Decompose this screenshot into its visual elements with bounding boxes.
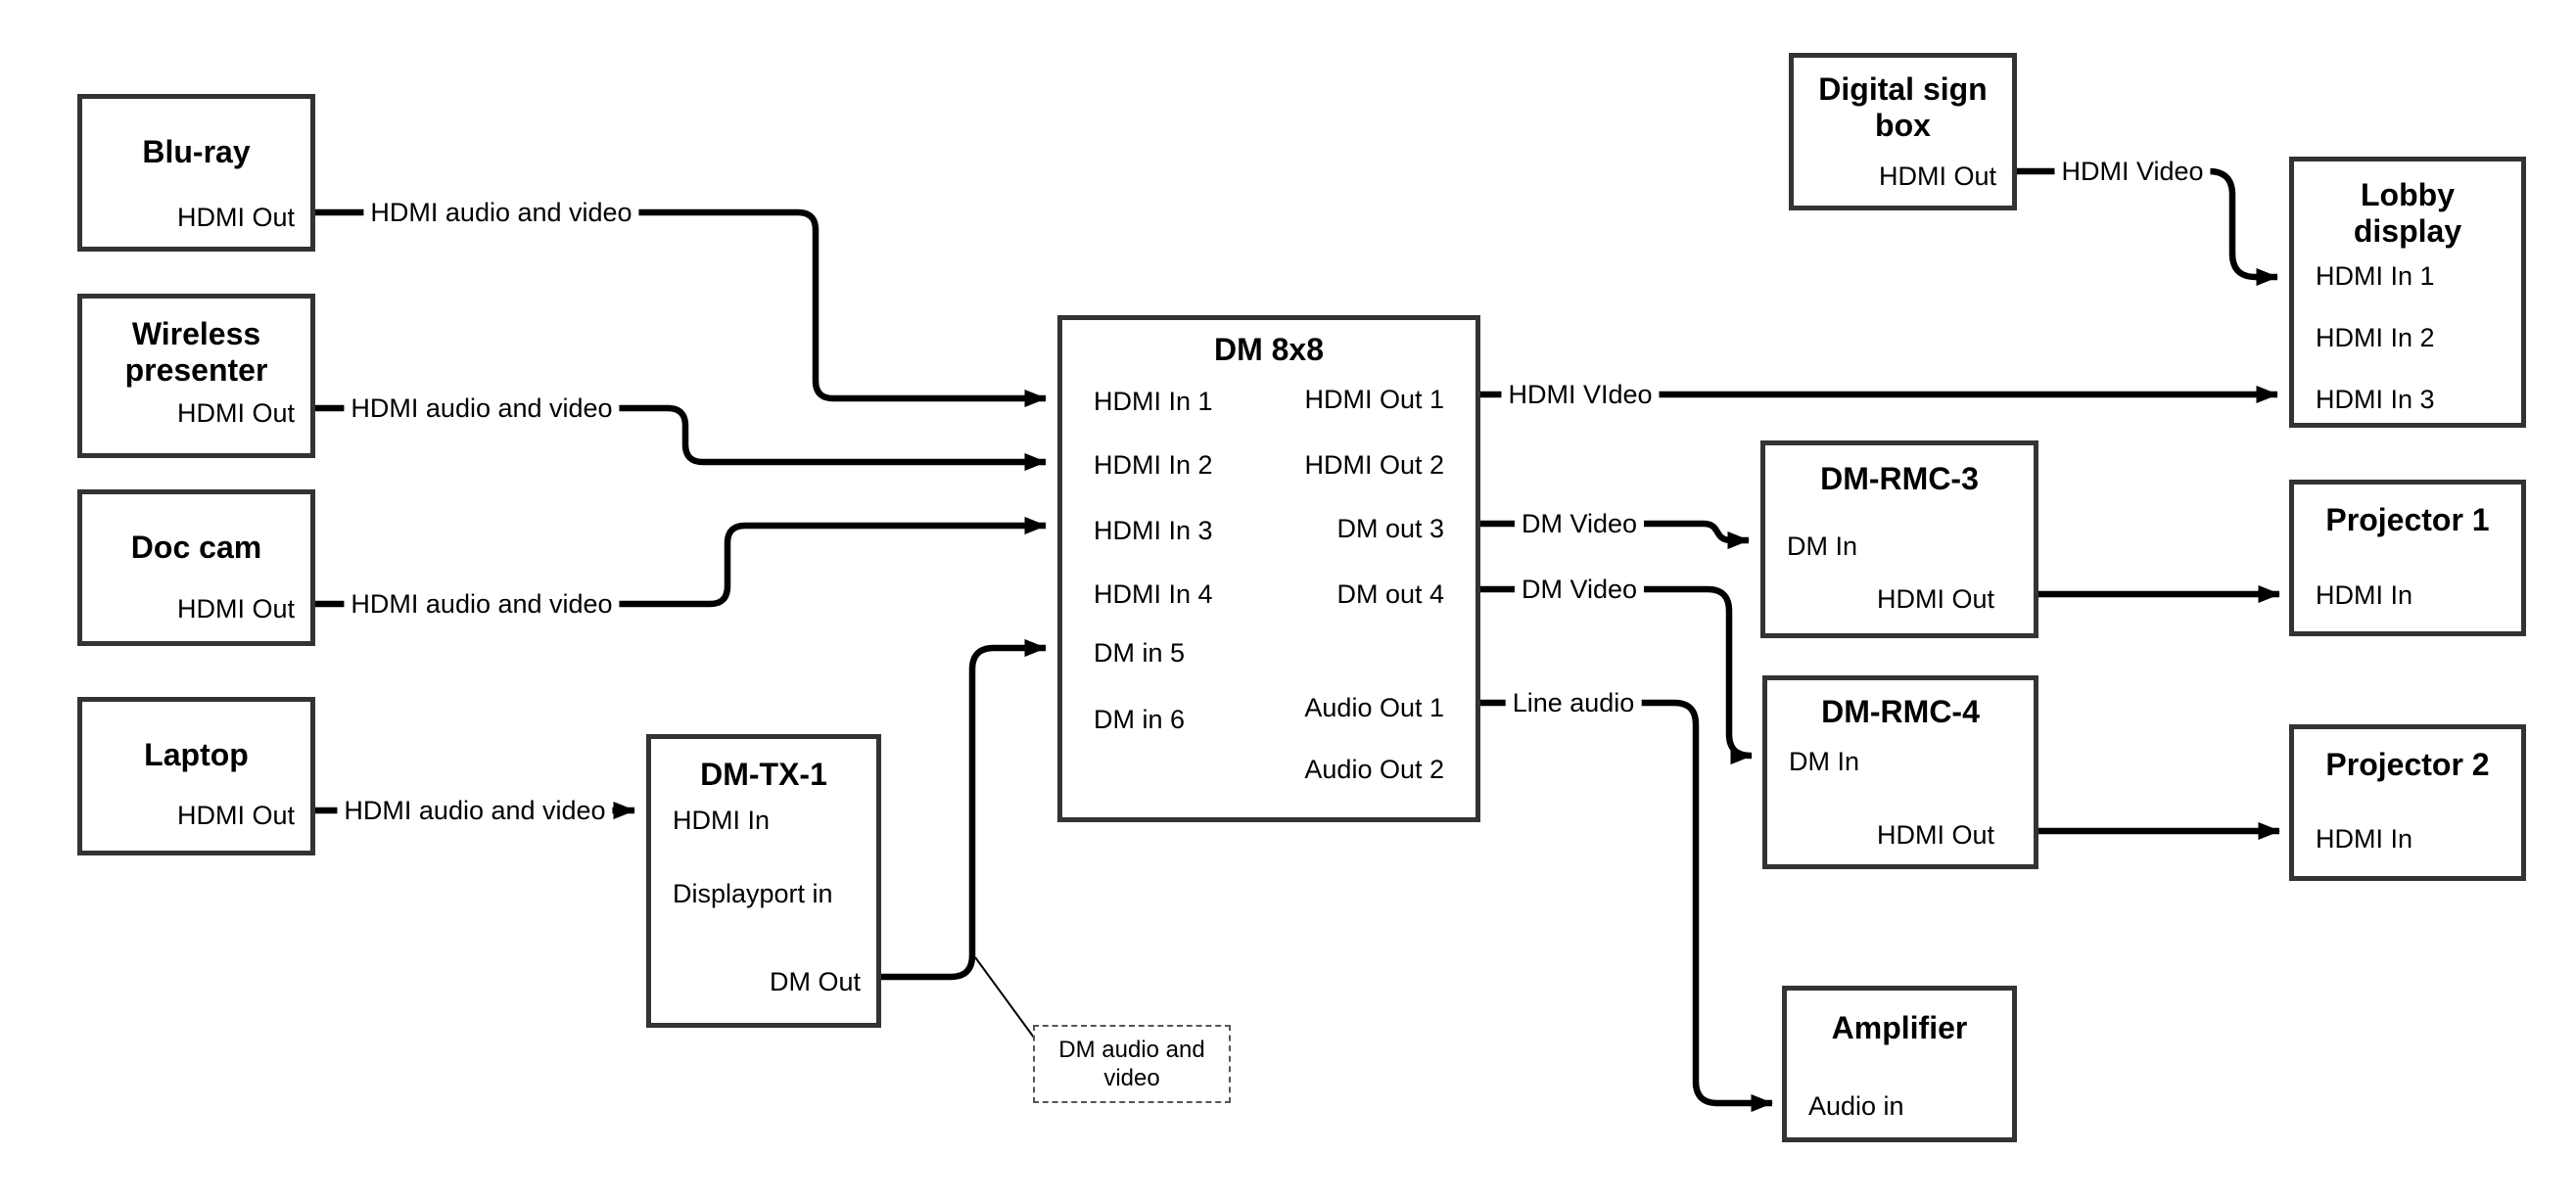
node-dm-tx-1-port-hdmi-in: HDMI In (673, 806, 771, 835)
node-amplifier-port-audio-in: Audio in (1808, 1091, 1904, 1121)
node-lobby-display-port-hdmi-in-3: HDMI In 3 (2316, 385, 2435, 414)
node-dm-8x8-port-hdmi-in-4: HDMI In 4 (1094, 579, 1213, 609)
edge-dm-out4-to-rmc4 (1480, 585, 1754, 765)
node-bluray-port-hdmi-out: HDMI Out (176, 203, 295, 232)
node-lobby-display-title: Lobby display (2353, 177, 2462, 249)
node-projector-2-title: Projector 2 (2325, 747, 2490, 782)
node-dm-rmc-4-title: DM-RMC-4 (1821, 694, 1980, 729)
node-dm-8x8-port-audio-out-1: Audio Out 1 (1304, 693, 1444, 722)
node-amplifier-title: Amplifier (1831, 1010, 1968, 1045)
node-bluray-title: Blu-ray (142, 134, 251, 169)
node-dm-8x8-port-audio-out-2: Audio Out 2 (1304, 755, 1444, 784)
node-dm-8x8: DM 8x8 HDMI In 1 HDMI In 2 HDMI In 3 HDM… (1057, 315, 1480, 822)
edge-label-hdmi-video-sign: HDMI Video (2054, 157, 2211, 186)
node-dm-rmc-4-port-dm-in: DM In (1789, 747, 1860, 776)
node-dm-rmc-3-title: DM-RMC-3 (1820, 461, 1979, 496)
edge-dm-out3-to-rmc3 (1480, 520, 1751, 550)
node-laptop-title: Laptop (144, 737, 249, 772)
edge-audio-out1-to-amp (1480, 699, 1774, 1113)
node-lobby-display: Lobby display HDMI In 1 HDMI In 2 HDMI I… (2289, 157, 2526, 428)
node-dm-8x8-port-dm-in-5: DM in 5 (1094, 638, 1186, 668)
node-projector-1: Projector 1 HDMI In (2289, 480, 2526, 636)
edge-dmtx1-to-dm-in5 (881, 638, 1048, 981)
node-dm-tx-1-title: DM-TX-1 (700, 757, 827, 792)
edge-bluray-to-hdmi-in1 (315, 208, 1048, 408)
node-dm-rmc-3: DM-RMC-3 DM In HDMI Out (1760, 440, 2038, 638)
node-wireless-presenter-title: Wireless presenter (124, 316, 268, 388)
edge-wireless-to-hdmi-in2 (315, 404, 1048, 472)
node-dm-tx-1-port-displayport-in: Displayport in (673, 879, 833, 908)
node-dm-8x8-port-hdmi-out-1: HDMI Out 1 (1304, 385, 1444, 414)
node-digital-sign-box: Digital sign box HDMI Out (1789, 53, 2017, 210)
node-lobby-display-port-hdmi-in-1: HDMI In 1 (2316, 261, 2435, 291)
node-dm-tx-1-port-dm-out: DM Out (769, 967, 861, 996)
node-dm-8x8-title: DM 8x8 (1213, 332, 1325, 367)
edge-label-doccam-hdmi-av: HDMI audio and video (344, 589, 620, 619)
node-dm-8x8-port-dm-in-6: DM in 6 (1094, 705, 1186, 734)
node-dm-8x8-port-hdmi-in-2: HDMI In 2 (1094, 450, 1213, 480)
node-laptop: Laptop HDMI Out (77, 697, 315, 855)
node-projector-2: Projector 2 HDMI In (2289, 724, 2526, 881)
edge-doccam-to-hdmi-in3 (315, 516, 1048, 608)
node-dm-8x8-port-hdmi-out-2: HDMI Out 2 (1304, 450, 1444, 480)
node-projector-2-port-hdmi-in: HDMI In (2316, 824, 2413, 854)
node-wireless-presenter-port-hdmi-out: HDMI Out (176, 398, 295, 428)
node-dm-tx-1: DM-TX-1 HDMI In Displayport in DM Out (646, 734, 881, 1028)
callout-dm-audio-video: DM audio and video (1033, 1025, 1231, 1103)
node-digital-sign-box-title: Digital sign box (1818, 71, 1988, 143)
node-dm-8x8-port-hdmi-in-3: HDMI In 3 (1094, 516, 1213, 545)
edge-label-hdmi-video-out1: HDMI VIdeo (1501, 380, 1660, 409)
node-doc-cam-port-hdmi-out: HDMI Out (176, 594, 295, 624)
node-dm-rmc-3-port-dm-in: DM In (1787, 531, 1858, 561)
node-laptop-port-hdmi-out: HDMI Out (176, 801, 295, 830)
edge-label-dm-video-out3: DM Video (1514, 509, 1645, 538)
edge-label-bluray-hdmi-av: HDMI audio and video (363, 198, 639, 227)
node-dm-rmc-4: DM-RMC-4 DM In HDMI Out (1762, 675, 2038, 869)
node-wireless-presenter: Wireless presenter HDMI Out (77, 294, 315, 458)
node-bluray: Blu-ray HDMI Out (77, 94, 315, 252)
node-dm-8x8-port-dm-out-3: DM out 3 (1336, 514, 1444, 543)
edge-label-line-audio: Line audio (1505, 688, 1642, 717)
edge-digitalsign-to-lobby-in1 (2017, 167, 2279, 287)
callout-leader-line (974, 956, 1035, 1039)
node-dm-rmc-3-port-hdmi-out: HDMI Out (1876, 584, 1994, 614)
node-projector-1-port-hdmi-in: HDMI In (2316, 580, 2413, 610)
node-dm-8x8-port-hdmi-in-1: HDMI In 1 (1094, 387, 1213, 416)
edge-label-wireless-hdmi-av: HDMI audio and video (344, 393, 620, 423)
node-projector-1-title: Projector 1 (2325, 502, 2490, 537)
node-doc-cam-title: Doc cam (130, 530, 262, 565)
edge-label-dm-video-out4: DM Video (1514, 575, 1645, 604)
node-dm-rmc-4-port-hdmi-out: HDMI Out (1876, 820, 1994, 850)
node-amplifier: Amplifier Audio in (1782, 986, 2017, 1142)
node-digital-sign-box-port-hdmi-out: HDMI Out (1878, 162, 1996, 191)
node-doc-cam: Doc cam HDMI Out (77, 489, 315, 646)
edge-label-laptop-hdmi-av: HDMI audio and video (337, 796, 613, 825)
node-lobby-display-port-hdmi-in-2: HDMI In 2 (2316, 323, 2435, 352)
node-dm-8x8-port-dm-out-4: DM out 4 (1336, 579, 1444, 609)
